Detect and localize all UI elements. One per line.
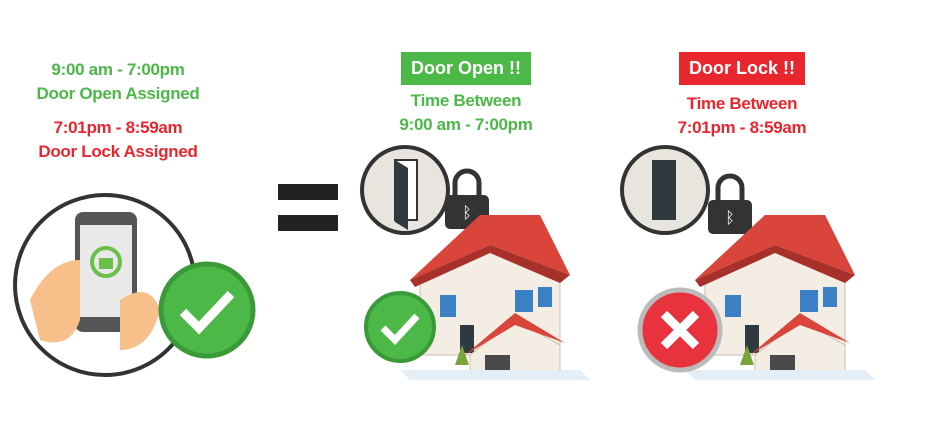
door-open-badge: Door Open !! [401,52,531,85]
lock-assigned-label: Door Lock Assigned [38,142,198,161]
open-assigned-label: Door Open Assigned [36,84,200,103]
equals-sign [278,184,338,231]
open-time-range-panel: 9:00 am - 7:00pm [399,115,533,134]
open-time-range: 9:00 am - 7:00pm [51,60,185,79]
green-check-icon [158,261,256,359]
lock-time-range: 7:01pm - 8:59am [53,118,183,137]
lock-time-range-panel: 7:01pm - 8:59am [677,118,807,137]
house-open-icon [399,214,591,381]
red-x-icon [637,287,723,373]
bluetooth-lock-closed-icon [708,176,752,234]
door-lock-badge: Door Lock !! [679,52,805,85]
lock-time-between-label: Time Between [686,94,798,113]
open-door-icon [360,145,450,235]
phone-lock-app-icon [13,193,197,377]
open-time-between-label: Time Between [410,91,522,110]
closed-door-icon [620,145,710,235]
green-check-icon [364,291,436,363]
